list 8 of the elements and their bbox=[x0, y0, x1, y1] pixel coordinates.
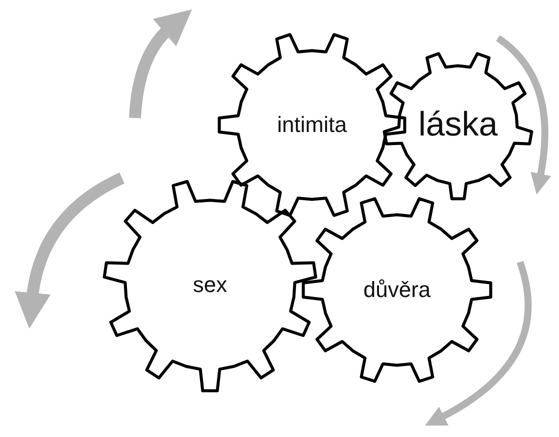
gear-label: sex bbox=[192, 272, 228, 298]
gear-label: láska bbox=[418, 106, 498, 144]
gear bbox=[102, 177, 318, 393]
gear-label: intimita bbox=[277, 112, 347, 138]
gear-label: důvěra bbox=[363, 277, 431, 303]
gear bbox=[301, 194, 493, 386]
gear bbox=[217, 30, 407, 220]
gear bbox=[382, 49, 534, 201]
